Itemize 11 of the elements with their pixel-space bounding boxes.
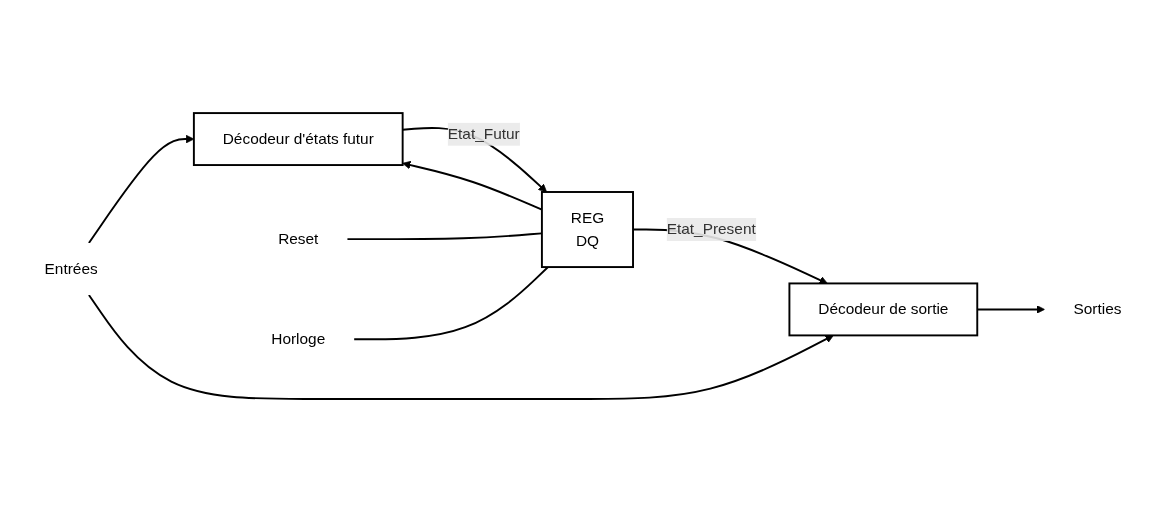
node-text: Sorties bbox=[1073, 300, 1122, 317]
connector bbox=[353, 265, 549, 340]
node-box: REG DQ bbox=[540, 190, 634, 268]
node-text: Horloge bbox=[271, 330, 326, 347]
edge-label: Etat_Present bbox=[666, 220, 756, 237]
arrow bbox=[87, 293, 834, 400]
node-text: Entrées bbox=[44, 259, 98, 277]
node-box: Décodeur de sortie bbox=[788, 281, 979, 336]
node-box: Décodeur d'états futur bbox=[192, 111, 404, 166]
edge-label: Etat_Futur bbox=[447, 125, 520, 142]
node-text: Reset bbox=[278, 230, 319, 247]
